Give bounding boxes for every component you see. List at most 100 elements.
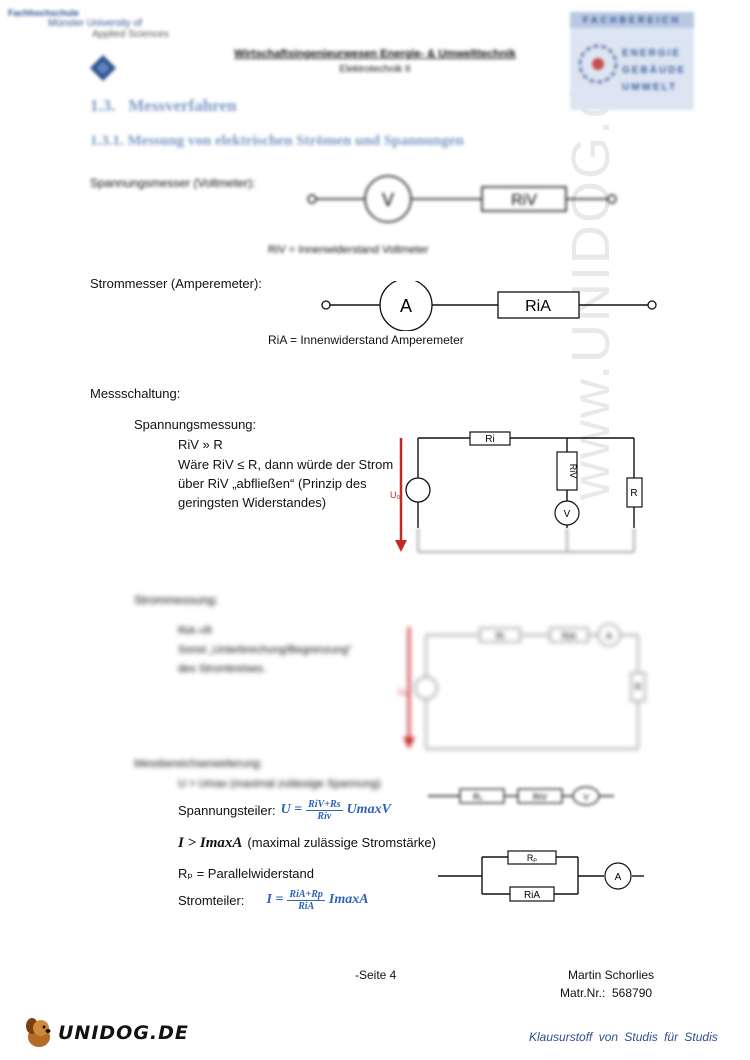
spannungsmessung-arrow-icon bbox=[395, 438, 407, 552]
strommessung-wires bbox=[425, 634, 639, 750]
stromteiler-rp-label: Rₚ bbox=[527, 853, 537, 863]
spannungsmessung-wires bbox=[417, 437, 635, 528]
voltmeter-resistor-label: RiV bbox=[511, 192, 537, 209]
strommessung-circuit: U₀ Ri RiA A R bbox=[398, 623, 646, 750]
spannungsteiler-voltmeter-symbol: V bbox=[583, 793, 589, 802]
spannungsmessung-voltmeter-symbol: V bbox=[564, 509, 571, 520]
spannungsmessung-riv-label: RiV bbox=[568, 464, 578, 479]
department-line-umwelt: UMWELT bbox=[622, 82, 678, 93]
spannungsmessung-line2: Wäre RiV ≤ R, dann würde der Strom bbox=[178, 457, 394, 472]
university-logo: Fachhochschule Münster University of App… bbox=[8, 8, 188, 88]
spannungsmessung-circuit: U₀ Ri RiV V R bbox=[390, 431, 643, 553]
department-line-gebaeude: GEBÄUDE bbox=[622, 65, 687, 76]
voltmeter-diagram: V RiV bbox=[307, 175, 617, 223]
slogan: Klausurstoff von Studis für Studis bbox=[529, 1030, 718, 1044]
ammeter-meter-circle bbox=[379, 281, 433, 331]
university-line1: Fachhochschule bbox=[8, 8, 80, 18]
spannungsmessung-line4: geringsten Widerstandes) bbox=[178, 495, 327, 510]
stromteiler-row: Stromteiler: I = RiA+Rp RiA ImaxA bbox=[178, 885, 369, 915]
stromteiler-rp-resistor bbox=[507, 850, 557, 865]
spannungsmessung-source bbox=[405, 477, 431, 503]
strommessung-ri-resistor bbox=[479, 627, 521, 643]
spannungsteiler-riv-label: RiV bbox=[533, 792, 548, 802]
ammeter-label: Strommesser (Amperemeter): bbox=[90, 276, 262, 291]
ammeter-resistor-label: RiA bbox=[525, 298, 551, 315]
ammeter-left-terminal bbox=[321, 300, 331, 310]
subsection-heading: 1.3.1. Messung von elektrischen Strömen … bbox=[90, 133, 464, 149]
stromteiler-tail: ImaxA bbox=[328, 892, 369, 907]
stromteiler-circuit: Rₚ RiA A bbox=[438, 850, 644, 902]
spannungsmessung-ground-wire bbox=[417, 528, 635, 553]
strommessung-ri-label: Ri bbox=[496, 631, 505, 641]
stromteiler-ria-resistor bbox=[509, 886, 555, 902]
stromteiler-fraction: RiA+Rp RiA bbox=[287, 889, 325, 912]
university-diamond-icon bbox=[90, 55, 116, 81]
strommessung-line2: Sonst „Unterbrechung/Begrenzung“ bbox=[178, 644, 352, 656]
department-title: FACHBEREICH bbox=[570, 12, 694, 28]
spannungsmessung-label: Spannungsmessung: bbox=[134, 417, 257, 432]
spannungsteiler-row: Spannungsteiler: U = RiV+Rs Riv UmaxV bbox=[178, 795, 391, 825]
section-heading: 1.3. Messverfahren bbox=[90, 96, 237, 115]
department-logo-icon bbox=[578, 44, 618, 84]
stromteiler-wires bbox=[438, 856, 644, 895]
parallelwiderstand-text: Rₚ = Parallelwiderstand bbox=[178, 866, 314, 881]
header-course: Wirtschaftsingenieurwesen Energie- & Umw… bbox=[234, 48, 516, 60]
stromteiler-denominator: RiA bbox=[298, 900, 315, 912]
stromteiler-ammeter-symbol: A bbox=[615, 872, 622, 883]
voltmeter-left-terminal bbox=[307, 194, 317, 204]
spannungsmessung-ri-label: Ri bbox=[485, 434, 494, 445]
spannungsteiler-numerator: RiV+Rs bbox=[306, 798, 343, 811]
spannungsteiler-rs-label: Rₛ bbox=[473, 792, 483, 802]
spannungsteiler-tail: UmaxV bbox=[346, 802, 391, 817]
ammeter-diagram: A RiA bbox=[321, 281, 657, 331]
strommessung-line3: des Stromkreises. bbox=[178, 663, 267, 675]
voltmeter-caption: RiV = Innenwiderstand Voltmeter bbox=[268, 244, 429, 256]
erweiterung-label: Messbereichserweiterung: bbox=[134, 758, 263, 770]
stromteiler-numerator: RiA+Rp bbox=[287, 888, 325, 901]
strommessung-ammeter-symbol: A bbox=[606, 631, 612, 641]
voltmeter-right-terminal bbox=[607, 194, 617, 204]
ammeter-right-terminal bbox=[647, 300, 657, 310]
spannungsmessung-ri-resistor bbox=[469, 431, 511, 446]
spannungsteiler-label: Spannungsteiler: bbox=[178, 802, 276, 818]
strommessung-source bbox=[414, 676, 438, 700]
ammeter-meter-symbol: A bbox=[400, 296, 412, 316]
stromteiler-label: Stromteiler: bbox=[178, 892, 245, 908]
dog-mascot-icon bbox=[26, 1018, 51, 1047]
voltmeter-meter-circle bbox=[364, 175, 412, 223]
department-line-energie: ENERGIE bbox=[622, 48, 682, 59]
header-subject: Elektrotechnik II bbox=[339, 64, 411, 75]
spannungsmessung-voltmeter bbox=[554, 500, 580, 526]
spannungsteiler-denominator: Riv bbox=[317, 810, 332, 822]
strommessung-arrow-icon bbox=[403, 627, 415, 749]
spannungsmessung-riv-resistor bbox=[556, 451, 578, 491]
strommessung-r-resistor bbox=[630, 672, 646, 702]
voltmeter-label: Spannungsmesser (Voltmeter): bbox=[90, 176, 256, 190]
spannungsmessung-r-label: R bbox=[630, 488, 637, 499]
stromstaerke-row: I > ImaxA (maximal zulässige Stromstärke… bbox=[178, 835, 436, 852]
stromstaerke-condition: I > ImaxA bbox=[178, 835, 243, 851]
strommessung-label: Strommessung: bbox=[134, 593, 219, 607]
strommessung-u0: U₀ bbox=[398, 687, 408, 697]
messschaltung-label: Messschaltung: bbox=[90, 386, 181, 401]
spannungsteiler-riv-resistor bbox=[517, 788, 563, 804]
unidog-logo[interactable]: UNIDOG.DE bbox=[22, 1016, 189, 1050]
ammeter-caption: RiA = Innenwiderstand Amperemeter bbox=[268, 333, 464, 347]
voltmeter-resistor bbox=[481, 186, 567, 212]
spannungsteiler-circuit: Rₛ RiV V bbox=[428, 786, 614, 806]
erweiterung-cond1: U > Umax (maximal zulässige Spannung) bbox=[178, 778, 381, 790]
stromteiler-ria-label: RiA bbox=[524, 890, 540, 901]
department-badge: FACHBEREICH ENERGIE GEBÄUDE UMWELT bbox=[570, 12, 694, 110]
spannungsmessung-line1: RiV » R bbox=[178, 437, 223, 452]
footer-matrikel: Matr.Nr.: 568790 bbox=[560, 986, 653, 1000]
stromstaerke-text: (maximal zulässige Stromstärke) bbox=[247, 835, 436, 850]
footer-author: Martin Schorlies bbox=[568, 968, 655, 982]
stromteiler-ammeter bbox=[604, 862, 632, 890]
stromteiler-i: I = bbox=[266, 892, 284, 907]
ammeter-resistor bbox=[497, 291, 580, 319]
strommessung-line1: RiA «R bbox=[178, 625, 213, 637]
spannungsteiler-rs-resistor bbox=[459, 788, 505, 804]
university-line2: Münster University of bbox=[48, 18, 142, 29]
strommessung-ria-resistor bbox=[549, 627, 589, 643]
strommessung-ammeter bbox=[597, 623, 621, 647]
